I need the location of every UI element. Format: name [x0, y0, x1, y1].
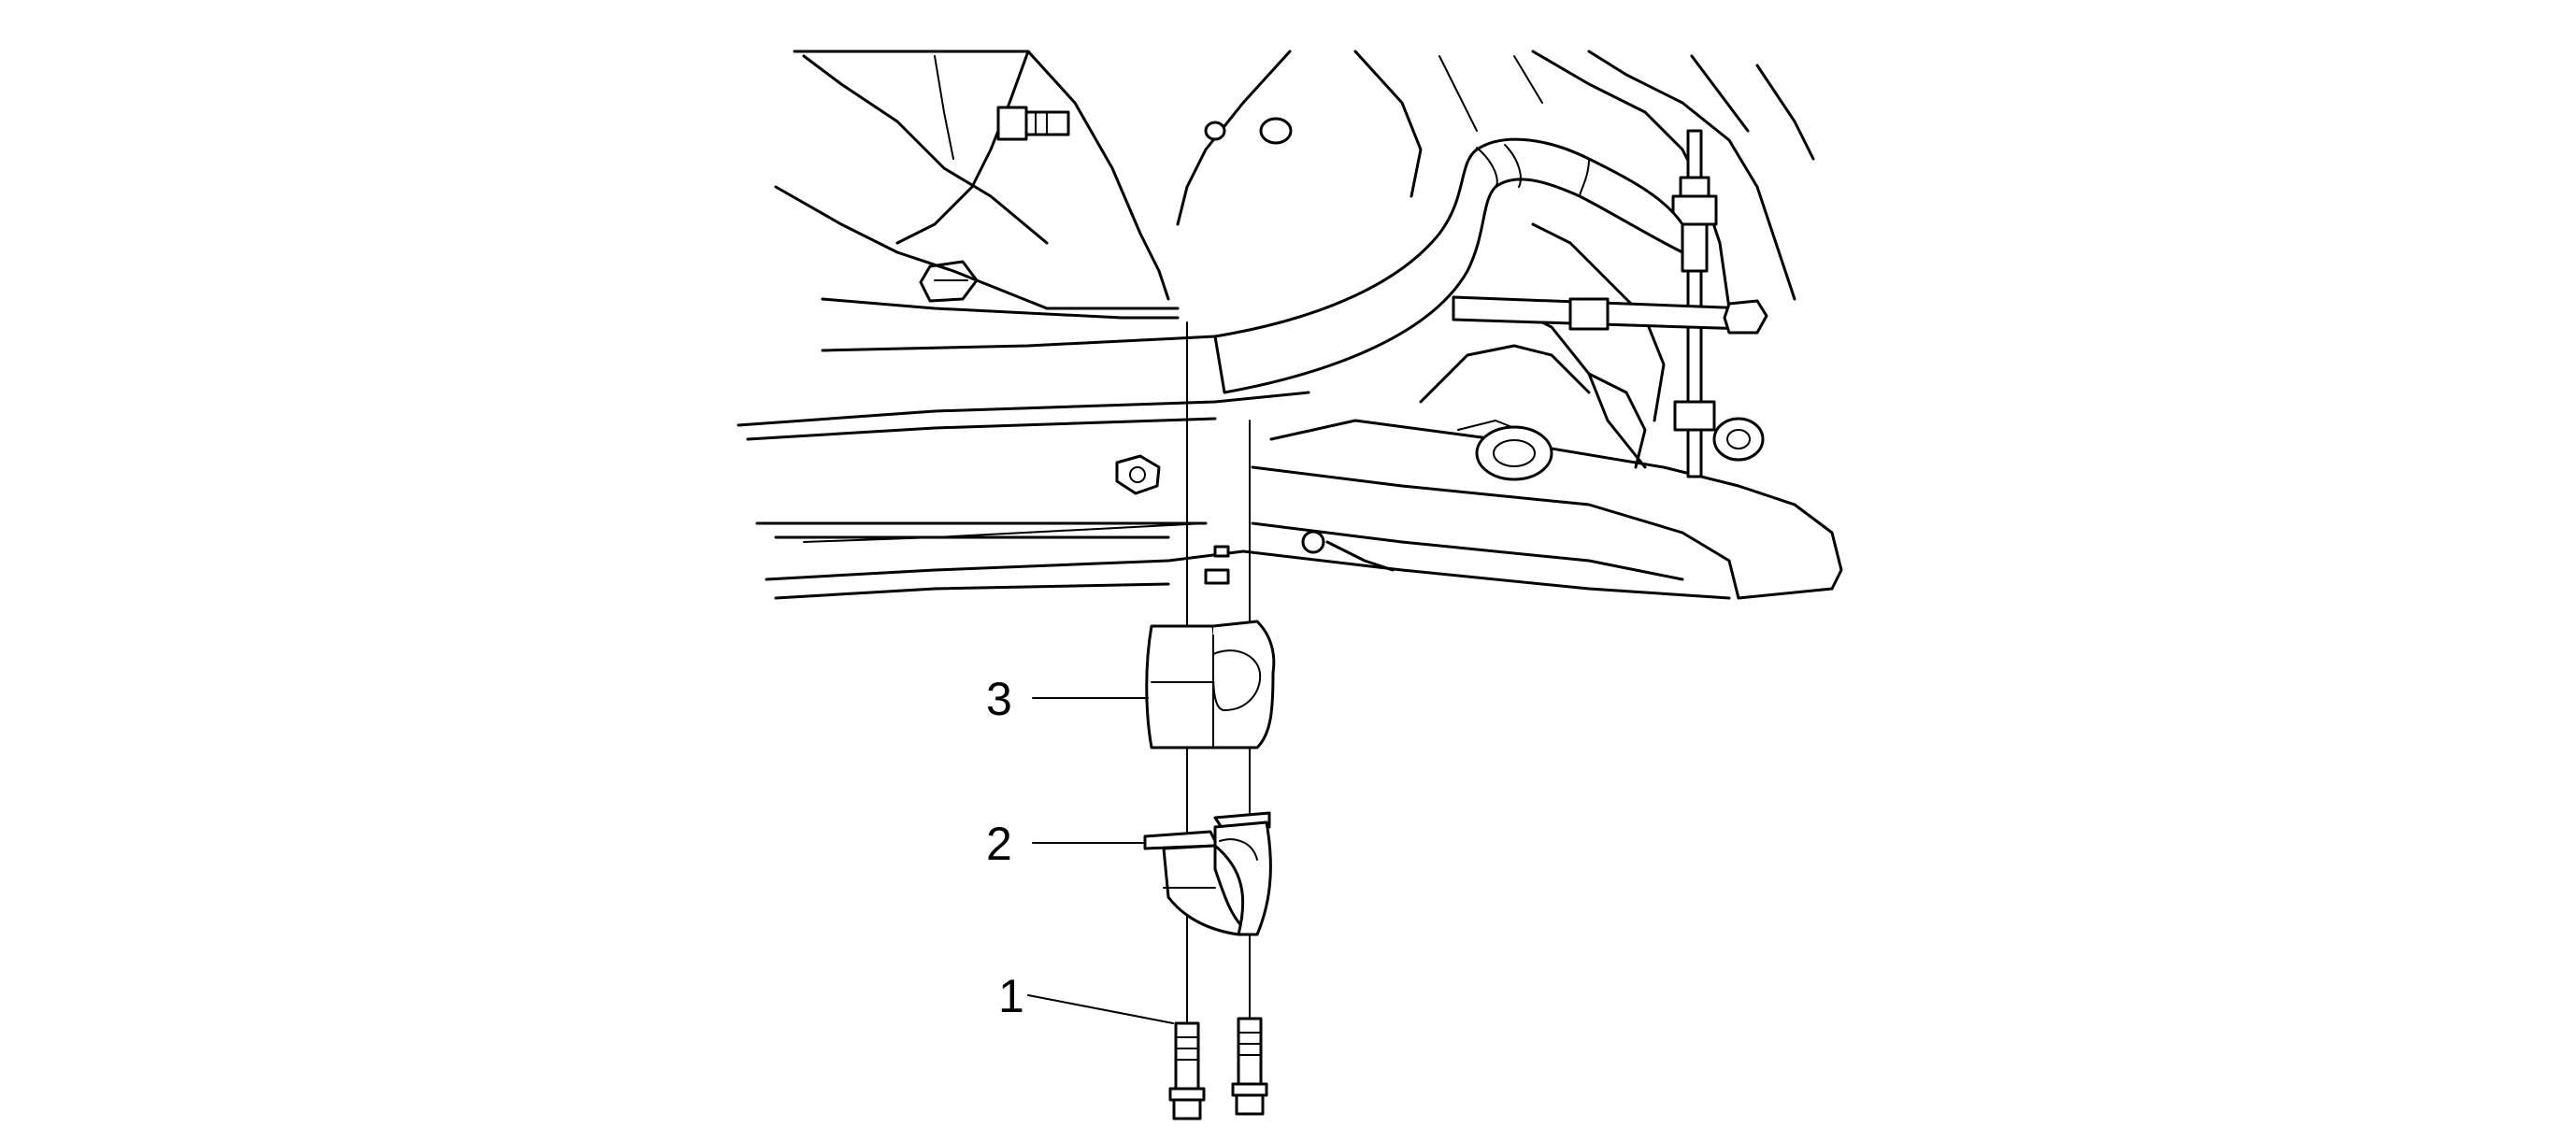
- callout-2-label: 2: [986, 818, 1012, 870]
- callout-2: 2: [986, 818, 1146, 870]
- bracket-bolt-right: [1231, 1017, 1268, 1116]
- callout-1-label: 1: [998, 970, 1024, 1022]
- vehicle-underbody: [737, 50, 1843, 600]
- stabilizer-bar: [1213, 137, 1684, 394]
- stabilizer-bar-bushing: [1145, 620, 1276, 749]
- frame-bolt-upper-left: [996, 106, 1070, 141]
- bracket-bolt-left: [1168, 1021, 1206, 1120]
- frame-bolt-lower-left: [919, 260, 979, 303]
- stabilizer-bar-bracket: [1143, 811, 1272, 936]
- callout-1: 1: [998, 970, 1174, 1024]
- callout-3-label: 3: [986, 673, 1012, 725]
- frame-nut-center: [1204, 117, 1293, 145]
- frame-nut-lower: [1115, 454, 1161, 495]
- callout-3: 3: [986, 673, 1149, 725]
- stabilizer-link: [1671, 129, 1765, 478]
- tie-rod: [1452, 295, 1768, 335]
